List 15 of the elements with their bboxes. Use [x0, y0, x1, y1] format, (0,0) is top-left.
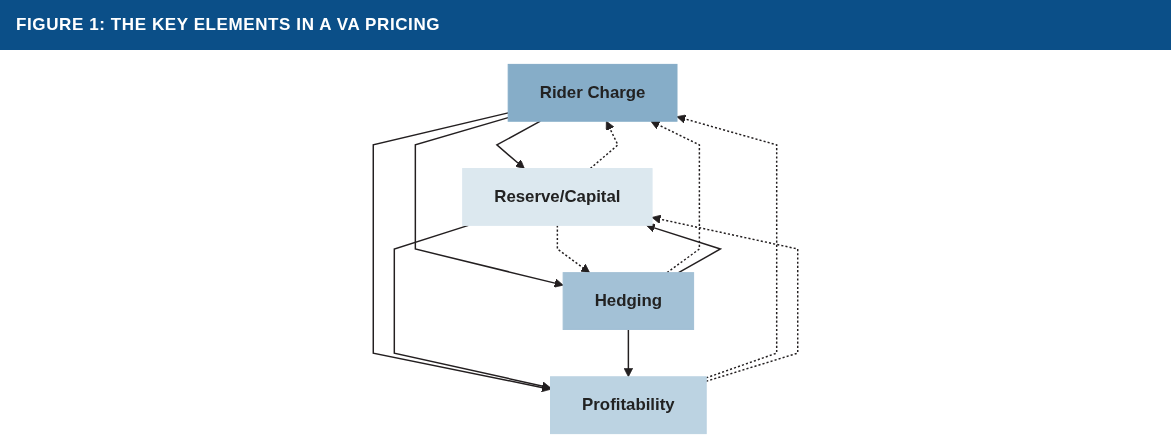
process-box: Reserve/Capital: [462, 168, 653, 226]
arrow: [414, 116, 564, 288]
arrow: [623, 328, 633, 378]
arrow: [645, 223, 723, 274]
arrow: [589, 120, 619, 170]
arrow: [676, 114, 778, 379]
process-box: Rider Charge: [507, 63, 678, 122]
figure-title: FIGURE 1: THE KEY ELEMENTS IN A VA PRICING: [0, 0, 1171, 50]
arrow: [495, 120, 542, 169]
process-box: Hedging: [562, 272, 695, 330]
arrow: [393, 224, 551, 391]
arrow: [650, 120, 701, 274]
arrow: [556, 224, 591, 274]
process-box: Profitability: [550, 376, 707, 435]
arrow: [372, 112, 551, 393]
